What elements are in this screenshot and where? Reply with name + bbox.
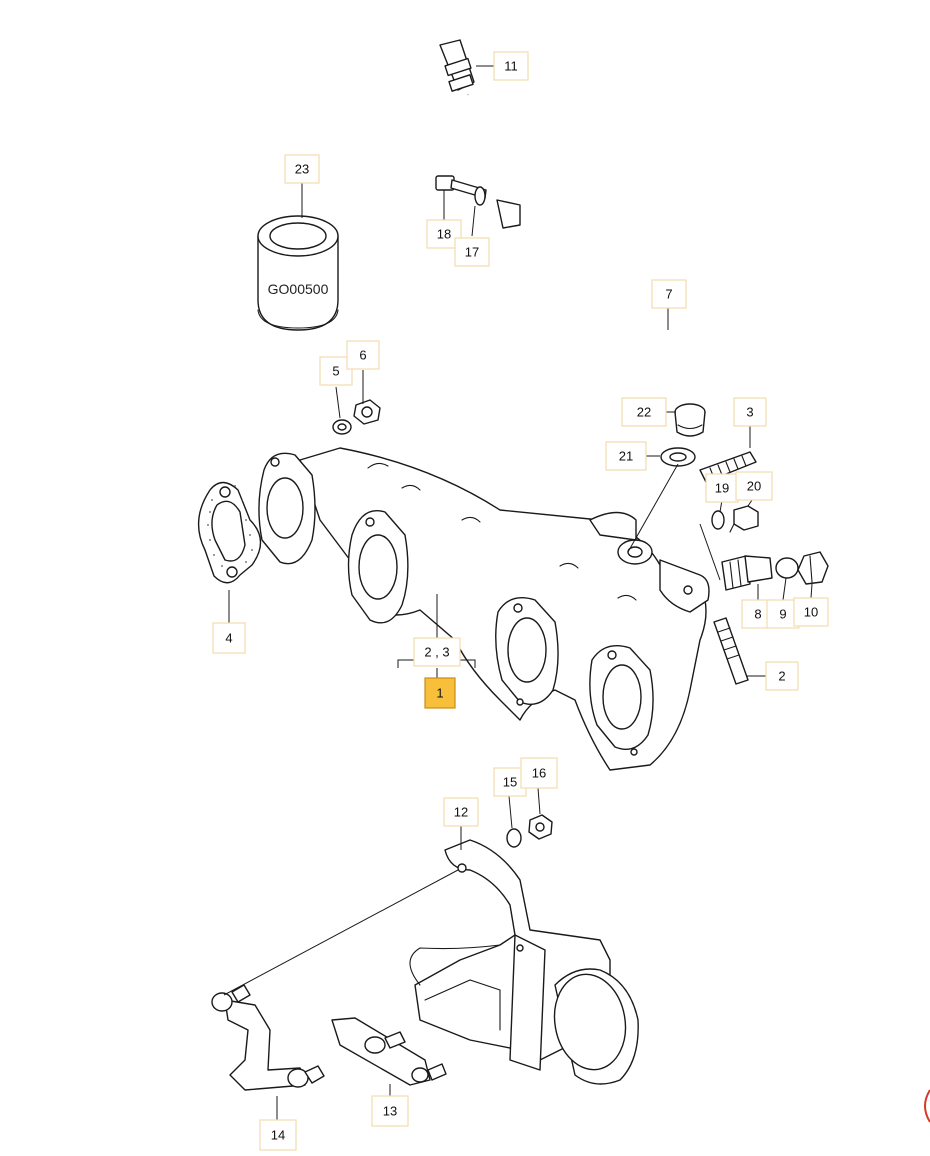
callout-18[interactable]: 18 bbox=[426, 219, 462, 249]
callout-1-label: 1 bbox=[436, 686, 443, 701]
part-8-union-screw[interactable] bbox=[721, 555, 773, 591]
callout-23[interactable]: 23 bbox=[284, 154, 320, 184]
leader-lines bbox=[223, 65, 813, 1120]
callout-11[interactable]: 11 bbox=[493, 51, 529, 81]
callout-8-label: 8 bbox=[754, 607, 761, 622]
part-11-banjo-union[interactable] bbox=[439, 39, 475, 92]
callout-5-label: 5 bbox=[332, 364, 339, 379]
callout-2[interactable]: 2 bbox=[765, 661, 799, 691]
callout-6-label: 6 bbox=[359, 348, 366, 363]
callout-2-3[interactable]: 2 , 3 bbox=[413, 637, 461, 667]
callout-13-label: 13 bbox=[383, 1104, 397, 1119]
callout-11-label: 11 bbox=[504, 59, 518, 74]
part-23-bush[interactable]: GO00500 bbox=[257, 215, 339, 331]
part-7-oil-pipe[interactable] bbox=[465, 94, 898, 570]
part-14-bracket[interactable] bbox=[211, 984, 325, 1091]
callout-1[interactable]: 1 bbox=[424, 677, 456, 709]
callout-21-label: 21 bbox=[619, 449, 633, 464]
part-6-nut[interactable] bbox=[353, 399, 381, 425]
callout-22[interactable]: 22 bbox=[621, 397, 667, 427]
callout-13[interactable]: 13 bbox=[371, 1095, 409, 1127]
callout-14-label: 14 bbox=[271, 1128, 285, 1143]
bush-marking-text: GO00500 bbox=[268, 281, 329, 297]
callout-19[interactable]: 19 bbox=[705, 473, 739, 503]
callout-21[interactable]: 21 bbox=[605, 441, 647, 471]
callout-23-label: 23 bbox=[295, 162, 309, 177]
part-13-bracket[interactable] bbox=[331, 1017, 447, 1086]
callout-12[interactable]: 12 bbox=[443, 797, 479, 827]
callout-3-label: 3 bbox=[746, 405, 753, 420]
callout-2-label: 2 bbox=[778, 669, 785, 684]
part-17-washer[interactable] bbox=[474, 186, 486, 206]
callout-19-label: 19 bbox=[715, 481, 729, 496]
part-1-exhaust-manifold[interactable] bbox=[258, 447, 710, 771]
callout-17-label: 17 bbox=[465, 245, 479, 260]
callout-16[interactable]: 16 bbox=[520, 757, 558, 789]
callout-5[interactable]: 5 bbox=[319, 356, 353, 386]
edge-marker bbox=[924, 1089, 930, 1123]
callout-4[interactable]: 4 bbox=[212, 622, 246, 654]
callout-22-label: 22 bbox=[637, 405, 651, 420]
callout-9-label: 9 bbox=[779, 607, 786, 622]
part-19-washer[interactable] bbox=[711, 510, 725, 530]
callout-16-label: 16 bbox=[532, 766, 546, 781]
callout-18-label: 18 bbox=[437, 227, 451, 242]
callout-20[interactable]: 20 bbox=[735, 471, 773, 501]
callout-6[interactable]: 6 bbox=[346, 340, 380, 370]
callout-14[interactable]: 14 bbox=[259, 1119, 297, 1151]
callout-3[interactable]: 3 bbox=[733, 397, 767, 427]
part-20-bolt[interactable] bbox=[729, 505, 759, 533]
part-10-union-nut[interactable] bbox=[797, 551, 829, 585]
callout-7[interactable]: 7 bbox=[651, 279, 687, 309]
callout-17[interactable]: 17 bbox=[454, 237, 490, 267]
part-4-gasket[interactable] bbox=[197, 481, 262, 584]
callout-20-label: 20 bbox=[747, 479, 761, 494]
callout-4-label: 4 bbox=[225, 631, 232, 646]
callout-15-label: 15 bbox=[503, 775, 517, 790]
callout-2-3-label: 2 , 3 bbox=[424, 645, 449, 660]
part-2-stud[interactable] bbox=[713, 617, 749, 685]
part-5-washer[interactable] bbox=[332, 419, 352, 435]
part-15-washer[interactable] bbox=[506, 828, 522, 848]
part-22-plug[interactable] bbox=[674, 403, 706, 437]
callout-7-label: 7 bbox=[665, 287, 672, 302]
callout-10[interactable]: 10 bbox=[793, 597, 829, 627]
part-16-nut[interactable] bbox=[528, 814, 553, 840]
callout-10-label: 10 bbox=[804, 605, 818, 620]
callout-12-label: 12 bbox=[454, 805, 468, 820]
part-12-heat-shield[interactable] bbox=[409, 839, 639, 1085]
part-21-seal-ring[interactable] bbox=[660, 447, 696, 467]
part-9-olive[interactable] bbox=[775, 557, 799, 579]
